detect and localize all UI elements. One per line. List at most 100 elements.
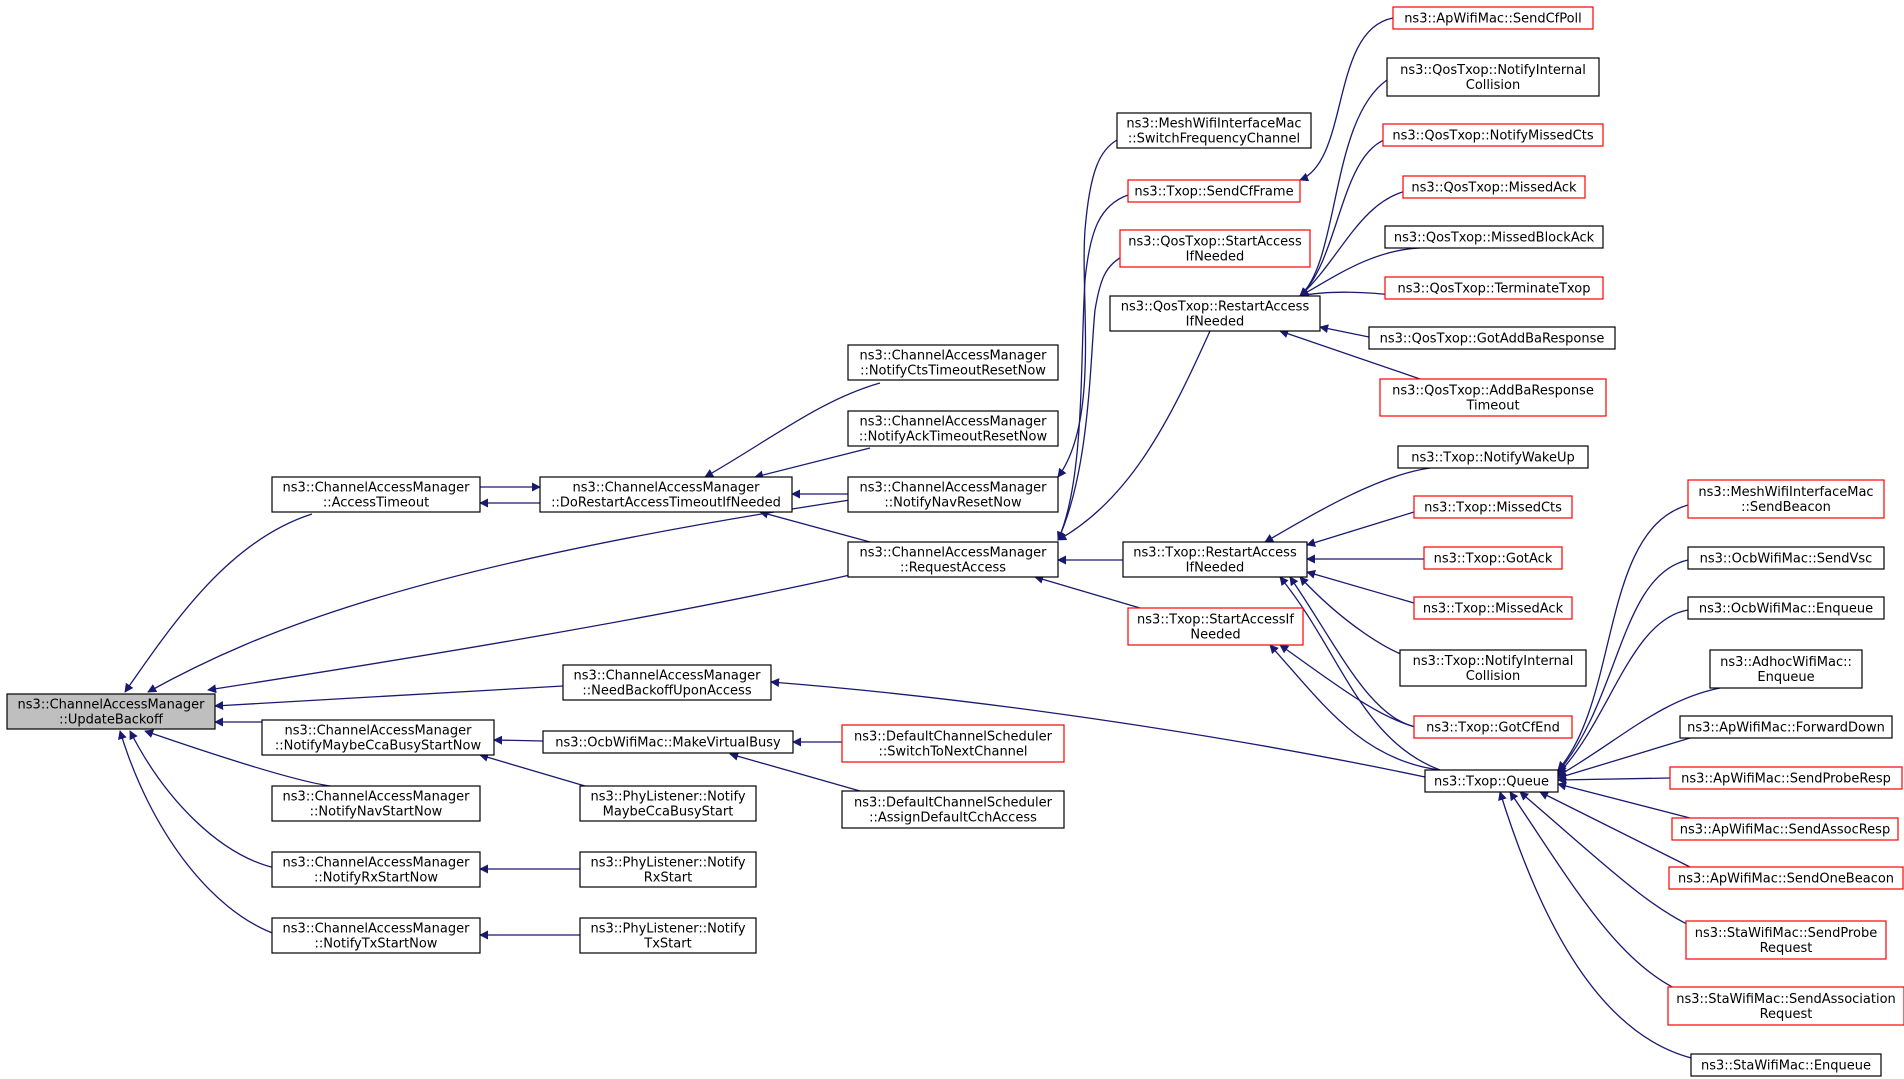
node-dcs-switch-channel[interactable]: ns3::DefaultChannelScheduler::SwitchToNe…: [841, 724, 1065, 763]
node-do-restart[interactable]: ns3::ChannelAccessManager::DoRestartAcce…: [539, 476, 793, 513]
node-label: ns3::Txop::NotifyWakeUp: [1411, 451, 1575, 466]
call-edge-qos-missed-block-ack-to-qos-restart-access: [1299, 247, 1421, 297]
edges-layer: [118, 17, 1721, 1061]
node-label: ns3::DefaultChannelScheduler: [854, 796, 1053, 811]
node-box: [1669, 766, 1903, 790]
node-txop-send-cf-frame[interactable]: ns3::Txop::SendCfFrame: [1127, 179, 1301, 203]
node-txop-got-ack[interactable]: ns3::Txop::GotAck: [1423, 546, 1563, 570]
node-notify-nav-start[interactable]: ns3::ChannelAccessManager::NotifyNavStar…: [271, 785, 481, 822]
node-qos-got-addba-response[interactable]: ns3::QosTxop::GotAddBaResponse: [1368, 326, 1616, 350]
node-access-timeout[interactable]: ns3::ChannelAccessManager::AccessTimeout: [271, 476, 481, 513]
node-box: [847, 410, 1059, 447]
node-label: ns3::Txop::RestartAccess: [1133, 546, 1297, 561]
node-box: [1384, 276, 1604, 300]
node-notify-rx-start[interactable]: ns3::ChannelAccessManager::NotifyRxStart…: [271, 851, 481, 888]
call-edge-access-timeout-to-update-backoff: [124, 513, 313, 693]
call-edge-txop-queue-to-need-backoff: [770, 678, 1426, 778]
call-edge-ap-send-probe-resp-to-txop-queue: [1557, 775, 1671, 785]
node-label: ns3::OcbWifiMac::MakeVirtualBusy: [555, 736, 781, 751]
node-adhoc-enqueue[interactable]: ns3::AdhocWifiMac::Enqueue: [1709, 649, 1863, 689]
node-qos-missed-ack[interactable]: ns3::QosTxop::MissedAck: [1402, 175, 1586, 199]
node-label: ns3::Txop::GotCfEnd: [1426, 721, 1560, 736]
node-ocb-send-vsc[interactable]: ns3::OcbWifiMac::SendVsc: [1687, 546, 1885, 570]
call-edge-txop-missed-cts-to-txop-restart-access: [1306, 511, 1415, 547]
node-txop-queue[interactable]: ns3::Txop::Queue: [1424, 769, 1559, 793]
node-notify-nav-reset[interactable]: ns3::ChannelAccessManager::NotifyNavRese…: [847, 476, 1059, 513]
node-mesh-switch-freq[interactable]: ns3::MeshWifiInterfaceMac::SwitchFrequen…: [1116, 112, 1312, 149]
node-box: [1119, 229, 1311, 268]
node-box: [1687, 479, 1885, 519]
node-box: [1397, 445, 1589, 469]
node-ap-send-one-beacon[interactable]: ns3::ApWifiMac::SendOneBeacon: [1668, 866, 1904, 890]
node-mesh-send-beacon[interactable]: ns3::MeshWifiInterfaceMac::SendBeacon: [1687, 479, 1885, 519]
node-dcs-assign-default[interactable]: ns3::DefaultChannelScheduler::AssignDefa…: [841, 790, 1065, 829]
node-label: ns3::ChannelAccessManager: [283, 481, 471, 496]
node-label: Request: [1760, 941, 1813, 956]
node-txop-missed-ack[interactable]: ns3::Txop::MissedAck: [1413, 596, 1573, 620]
node-label: ns3::ApWifiMac::SendOneBeacon: [1678, 872, 1894, 887]
node-qos-missed-block-ack[interactable]: ns3::QosTxop::MissedBlockAck: [1384, 225, 1604, 249]
node-notify-tx-start[interactable]: ns3::ChannelAccessManager::NotifyTxStart…: [271, 917, 481, 954]
node-sta-enqueue[interactable]: ns3::StaWifiMac::Enqueue: [1690, 1053, 1882, 1077]
call-edge-dcs-assign-default-to-ocb-make-virtual-busy: [729, 751, 861, 792]
node-txop-notify-wakeup[interactable]: ns3::Txop::NotifyWakeUp: [1397, 445, 1589, 469]
node-update-backoff[interactable]: ns3::ChannelAccessManager::UpdateBackoff: [6, 693, 216, 730]
node-qos-notify-missed-cts[interactable]: ns3::QosTxop::NotifyMissedCts: [1382, 123, 1604, 147]
node-box: [1687, 596, 1885, 620]
node-label: ns3::QosTxop::MissedBlockAck: [1394, 231, 1595, 246]
node-ocb-enqueue[interactable]: ns3::OcbWifiMac::Enqueue: [1687, 596, 1885, 620]
node-ap-send-cf-poll[interactable]: ns3::ApWifiMac::SendCfPoll: [1392, 6, 1594, 30]
node-ap-send-assoc-resp[interactable]: ns3::ApWifiMac::SendAssocResp: [1671, 817, 1899, 841]
node-request-access[interactable]: ns3::ChannelAccessManager::RequestAccess: [847, 541, 1059, 578]
call-edge-notify-nav-start-to-update-backoff: [144, 729, 331, 787]
node-label: ns3::ChannelAccessManager: [283, 922, 471, 937]
node-box: [1392, 6, 1594, 30]
node-label: Needed: [1190, 628, 1240, 643]
node-label: ::SwitchToNextChannel: [878, 745, 1027, 760]
node-label: Collision: [1466, 78, 1520, 93]
node-notify-ack-timeout[interactable]: ns3::ChannelAccessManager::NotifyAckTime…: [847, 410, 1059, 447]
node-phy-tx-start[interactable]: ns3::PhyListener::NotifyTxStart: [579, 917, 757, 954]
node-label: IfNeeded: [1186, 250, 1245, 265]
node-ocb-make-virtual-busy[interactable]: ns3::OcbWifiMac::MakeVirtualBusy: [542, 730, 794, 754]
node-need-backoff[interactable]: ns3::ChannelAccessManager::NeedBackoffUp…: [562, 664, 772, 701]
node-label: ns3::ChannelAccessManager: [574, 669, 762, 684]
node-qos-terminate-txop[interactable]: ns3::QosTxop::TerminateTxop: [1384, 276, 1604, 300]
call-edge-txop-notify-wakeup-to-txop-restart-access: [1264, 467, 1431, 543]
node-ap-forward-down[interactable]: ns3::ApWifiMac::ForwardDown: [1679, 715, 1893, 739]
node-box: [1413, 596, 1573, 620]
nodes-layer: ns3::ChannelAccessManager::UpdateBackoff…: [6, 6, 1904, 1077]
call-edge-ocb-enqueue-to-txop-queue: [1557, 609, 1689, 775]
node-notify-maybe-cca[interactable]: ns3::ChannelAccessManager::NotifyMaybeCc…: [261, 719, 495, 756]
call-edge-qos-notify-missed-cts-to-qos-restart-access: [1299, 137, 1391, 297]
node-box: [847, 476, 1059, 513]
node-label: ns3::MeshWifiInterfaceMac: [1126, 117, 1301, 132]
call-edge-txop-start-access-to-request-access: [1034, 574, 1141, 609]
node-label: ns3::ApWifiMac::SendAssocResp: [1680, 823, 1890, 838]
node-ap-send-probe-resp[interactable]: ns3::ApWifiMac::SendProbeResp: [1669, 766, 1903, 790]
node-label: ::DoRestartAccessTimeoutIfNeeded: [551, 496, 781, 511]
node-label: ns3::Txop::MissedCts: [1424, 501, 1562, 516]
node-txop-missed-cts[interactable]: ns3::Txop::MissedCts: [1413, 495, 1573, 519]
node-notify-cts-timeout[interactable]: ns3::ChannelAccessManager::NotifyCtsTime…: [847, 344, 1059, 381]
node-box: [271, 851, 481, 888]
node-phy-maybe-cca[interactable]: ns3::PhyListener::NotifyMaybeCcaBusyStar…: [579, 785, 757, 822]
node-label: TxStart: [643, 937, 691, 952]
call-edge-notify-ack-timeout-to-do-restart: [754, 447, 871, 480]
node-phy-rx-start[interactable]: ns3::PhyListener::NotifyRxStart: [579, 851, 757, 888]
node-label: ::NotifyAckTimeoutResetNow: [859, 430, 1048, 445]
node-label: ::AccessTimeout: [323, 496, 429, 511]
call-edge-adhoc-enqueue-to-txop-queue: [1557, 687, 1721, 777]
node-txop-got-cf-end[interactable]: ns3::Txop::GotCfEnd: [1413, 715, 1573, 739]
node-label: Request: [1760, 1007, 1813, 1022]
node-label: ::NotifyNavResetNow: [884, 496, 1022, 511]
